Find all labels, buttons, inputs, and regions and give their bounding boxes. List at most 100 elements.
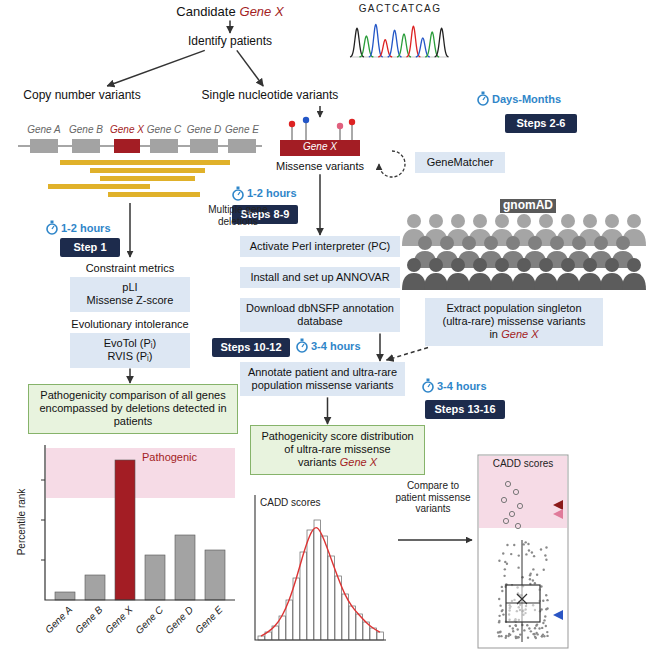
graphic-part — [473, 214, 487, 228]
graphic-part — [482, 92, 485, 95]
variant-dot — [543, 569, 545, 571]
compare-arrow — [398, 539, 472, 541]
graphic-part — [440, 236, 454, 250]
variant-dot — [534, 582, 536, 584]
duration-label: 1-2 hours — [247, 187, 297, 200]
pathogenic-band — [46, 448, 235, 498]
duration-label: Days-Months — [492, 93, 561, 106]
node-text: Steps 10-12 — [216, 341, 286, 354]
variant-dot — [544, 615, 546, 617]
node-text: Candidate — [176, 4, 235, 19]
graphic-part — [484, 236, 498, 250]
variant-dot — [532, 568, 534, 570]
variant-dot — [515, 636, 517, 638]
person-silhouette — [468, 258, 492, 290]
duration-label: 3-4 hours — [311, 340, 361, 353]
variant-dot — [542, 599, 544, 601]
histogram-bar — [307, 530, 313, 640]
result-box: Pathogenicity comparison of all genes en… — [28, 384, 238, 434]
variant-dot — [515, 625, 517, 627]
metric-text: Missense Z-score — [76, 294, 184, 307]
person-silhouette — [424, 258, 448, 290]
graphic-part — [424, 273, 448, 290]
variant-dot — [517, 566, 519, 568]
variant-dot — [525, 553, 527, 555]
flow-arrow — [129, 203, 131, 257]
axis-tick — [41, 520, 45, 521]
title-text: Candidate Gene X — [140, 4, 320, 20]
variant-dot — [545, 558, 547, 560]
variant-dot — [534, 627, 536, 629]
axis-label: Gene D — [163, 604, 196, 637]
axis-title: CADD scores — [480, 458, 566, 470]
stopwatch-icon — [297, 339, 307, 353]
dna-sequence: GACTCATCAG — [350, 3, 450, 15]
variant-dot — [512, 630, 514, 632]
band-label: Pathogenic — [142, 451, 197, 464]
variant-dot — [546, 607, 548, 609]
flow-arrow — [229, 21, 231, 33]
graphic-part — [418, 236, 432, 250]
axis-tick — [41, 560, 45, 561]
node-text: Steps 13-16 — [429, 403, 501, 416]
node-text: Annotate patient and ultra-rare populati… — [246, 366, 399, 392]
graphic-part — [427, 379, 430, 382]
axis-title: Percentile rank — [16, 489, 28, 556]
variant-dot — [540, 608, 542, 610]
graphic-part — [539, 258, 553, 272]
person-silhouette — [402, 258, 426, 290]
person-silhouette — [534, 258, 558, 290]
flow-arrow — [237, 50, 263, 86]
variant-dot — [528, 627, 530, 629]
variant-dot — [530, 630, 532, 632]
histogram-bar — [377, 632, 383, 640]
patient-marker — [553, 500, 563, 510]
deletion-bar — [60, 160, 230, 165]
variant-dot — [536, 633, 538, 635]
variant-dot — [501, 586, 503, 588]
gene-label: Gene E — [217, 124, 267, 136]
database-label: gnomAD — [500, 199, 556, 213]
outlier-circle — [501, 497, 506, 502]
branch-text: Copy number variants — [12, 88, 152, 102]
metric-panel: pLIMissense Z-score — [70, 277, 190, 311]
boxplot-frame — [478, 455, 568, 648]
variant-dot — [513, 544, 515, 546]
graphic-part — [583, 258, 597, 272]
graphic-part — [605, 214, 619, 228]
flow-arrow — [129, 369, 131, 383]
variant-dot — [529, 578, 531, 580]
metric-text: pLI — [76, 281, 184, 294]
step-text: Identify patients — [170, 34, 290, 48]
node-text: Download dbNSFP annotation database — [246, 302, 394, 328]
gene-block — [190, 139, 218, 153]
variant-dot — [532, 579, 534, 581]
gene-block — [114, 139, 140, 153]
variant-dot — [514, 624, 516, 626]
loop-arrow — [379, 151, 405, 177]
variant-dot — [499, 631, 501, 633]
variant-dot — [349, 119, 355, 125]
node-text: Identify patients — [170, 34, 290, 48]
graphic-part — [616, 236, 630, 250]
gene-label: Gene A — [19, 124, 69, 136]
gene-name: Gene X — [340, 456, 377, 468]
gene-name: Gene X — [240, 4, 284, 19]
variant-dot — [545, 594, 547, 596]
duration-label: 3-4 hours — [437, 380, 487, 393]
graphic-part — [402, 273, 426, 290]
graphic-part — [528, 236, 542, 250]
graphic-part — [550, 236, 564, 250]
branch-text: Single nucleotide variants — [195, 88, 345, 102]
bar — [115, 460, 135, 600]
variant-dot — [510, 553, 512, 555]
variant-dot — [546, 635, 548, 637]
graphic-part — [572, 236, 586, 250]
process-box: Install and set up ANNOVAR — [240, 267, 400, 288]
variant-dot — [337, 123, 343, 129]
graphic-part — [233, 190, 243, 200]
gene-label: Gene X — [280, 141, 360, 153]
gene-label: Gene X — [102, 124, 152, 136]
gene-block — [72, 139, 100, 153]
flow-arrow — [319, 174, 321, 235]
